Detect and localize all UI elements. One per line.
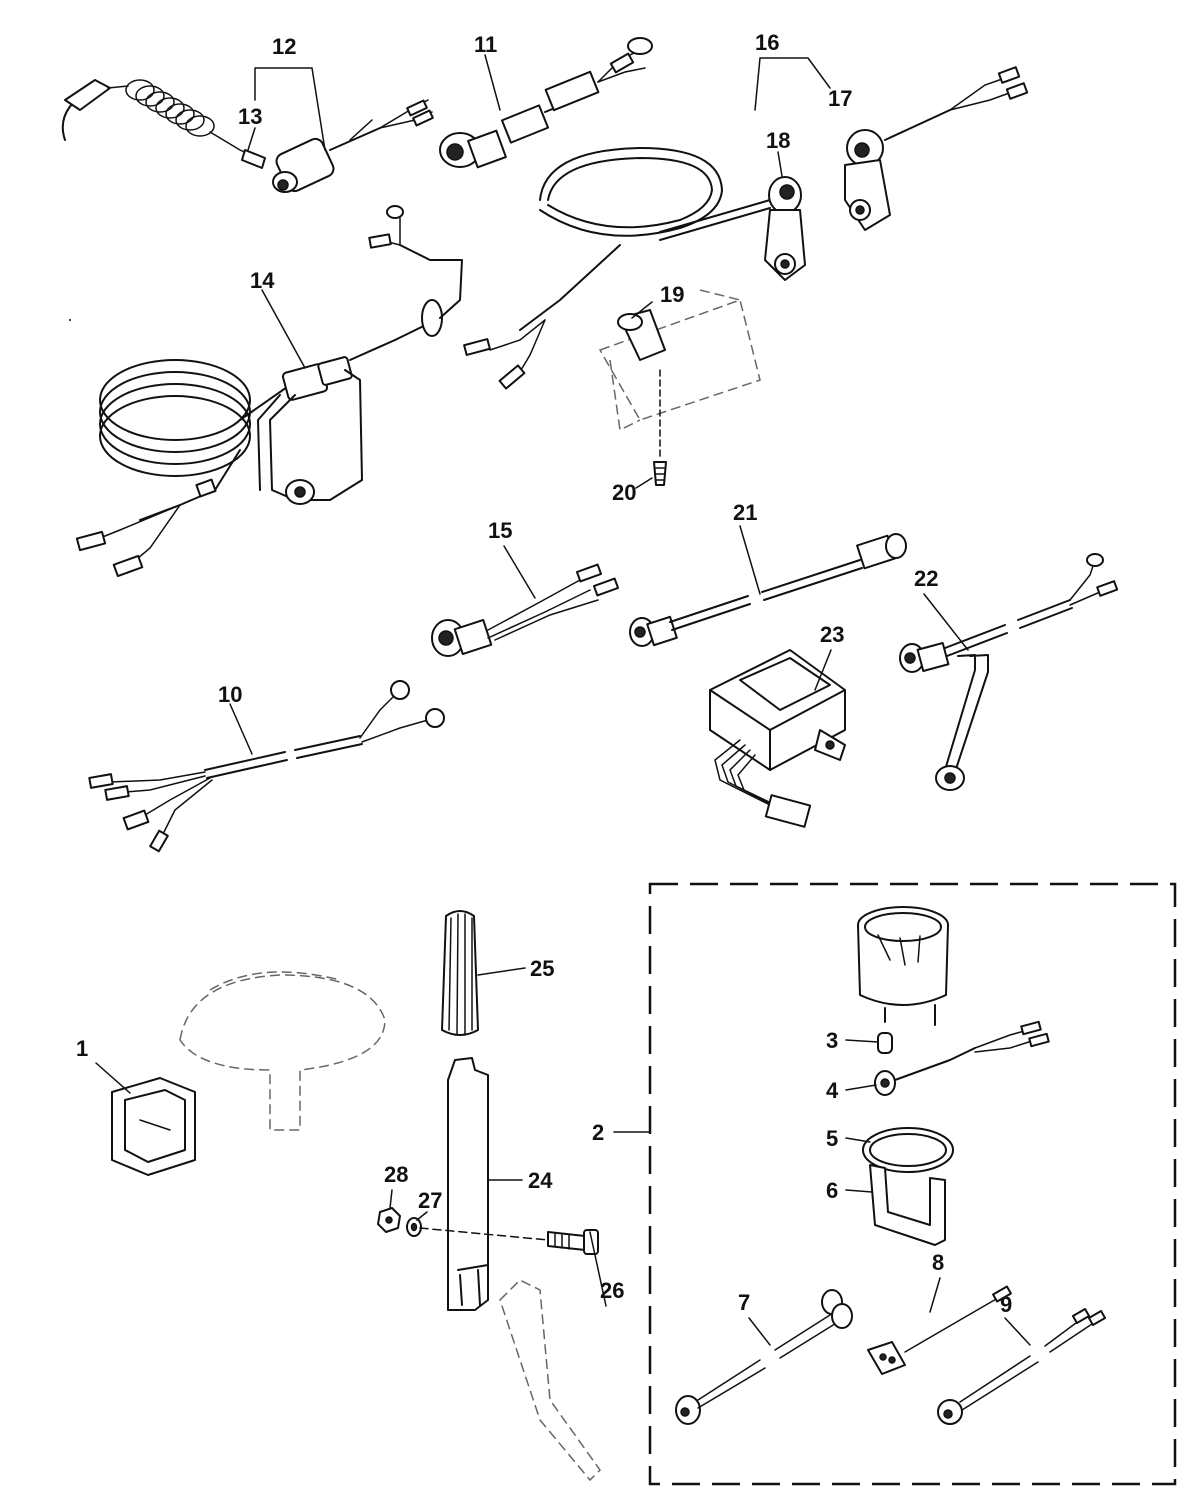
part-1-switch-plate bbox=[111, 971, 386, 1176]
part-28-nut bbox=[377, 1207, 401, 1233]
part-5-mounting-ring bbox=[862, 1127, 954, 1173]
ghost-tiller-bracket bbox=[499, 1279, 601, 1482]
callout-21: 21 bbox=[733, 500, 757, 525]
callout-24: 24 bbox=[528, 1168, 553, 1193]
part-22-harness-bracket bbox=[899, 553, 1119, 791]
part-6-gauge-bracket bbox=[869, 1164, 946, 1246]
callout-8: 8 bbox=[932, 1250, 944, 1275]
part-20-screw bbox=[653, 369, 667, 486]
callout-18: 18 bbox=[766, 128, 790, 153]
part-2-kit-boundary bbox=[648, 882, 1177, 1486]
callout-10: 10 bbox=[218, 682, 242, 707]
callout-25: 25 bbox=[530, 956, 554, 981]
part-19-mounting-bracket bbox=[598, 289, 761, 432]
part-21-extension-harness bbox=[629, 533, 907, 647]
part-18-cable-loop bbox=[463, 147, 771, 390]
part-15-wire-harness bbox=[431, 563, 620, 657]
callout-2: 2 bbox=[592, 1120, 604, 1145]
part-18-switch-bracket bbox=[764, 176, 806, 281]
part-11-key-switch-harness bbox=[439, 37, 653, 169]
callout-15: 15 bbox=[488, 518, 512, 543]
part-2-gauge bbox=[857, 906, 949, 1026]
part-14-coiled-harness bbox=[75, 205, 463, 578]
callout-7: 7 bbox=[738, 1290, 750, 1315]
callout-13: 13 bbox=[238, 104, 262, 129]
part-7-harness bbox=[675, 1289, 853, 1425]
part-17-key-switch bbox=[844, 66, 1029, 231]
callout-1: 1 bbox=[76, 1036, 88, 1061]
leader-lines bbox=[95, 54, 1031, 1346]
callout-4: 4 bbox=[826, 1078, 839, 1103]
callout-27: 27 bbox=[418, 1188, 442, 1213]
part-8-sender-lead bbox=[867, 1285, 1012, 1375]
part-4-bulb-socket-harness bbox=[874, 1020, 1050, 1096]
part-26-bolt bbox=[547, 1229, 599, 1255]
callout-26: 26 bbox=[600, 1278, 624, 1303]
callout-17: 17 bbox=[828, 86, 852, 111]
part-27-washer bbox=[406, 1217, 422, 1237]
callout-16: 16 bbox=[755, 30, 779, 55]
callout-14: 14 bbox=[250, 268, 275, 293]
callout-28: 28 bbox=[384, 1162, 408, 1187]
callout-labels: 12 13 11 16 17 18 14 19 20 15 21 22 23 1… bbox=[76, 30, 1012, 1317]
callout-23: 23 bbox=[820, 622, 844, 647]
callout-11: 11 bbox=[474, 32, 497, 57]
callout-20: 20 bbox=[612, 480, 636, 505]
callout-5: 5 bbox=[826, 1126, 838, 1151]
part-24-tiller-arm bbox=[447, 1057, 489, 1311]
part-25-grip-sleeve bbox=[441, 910, 479, 1036]
part-23-electronic-module bbox=[709, 649, 846, 828]
part-12-stop-switch-with-lanyard bbox=[61, 79, 434, 321]
part-9-harness bbox=[937, 1308, 1107, 1425]
part-3-bulb bbox=[877, 1032, 893, 1054]
callout-22: 22 bbox=[914, 566, 938, 591]
part-10-wire-harness bbox=[88, 680, 445, 853]
callout-3: 3 bbox=[826, 1028, 838, 1053]
callout-12: 12 bbox=[272, 34, 296, 59]
callout-6: 6 bbox=[826, 1178, 838, 1203]
assembly-axis-line bbox=[419, 1227, 549, 1241]
callout-9: 9 bbox=[1000, 1292, 1012, 1317]
callout-19: 19 bbox=[660, 282, 684, 307]
